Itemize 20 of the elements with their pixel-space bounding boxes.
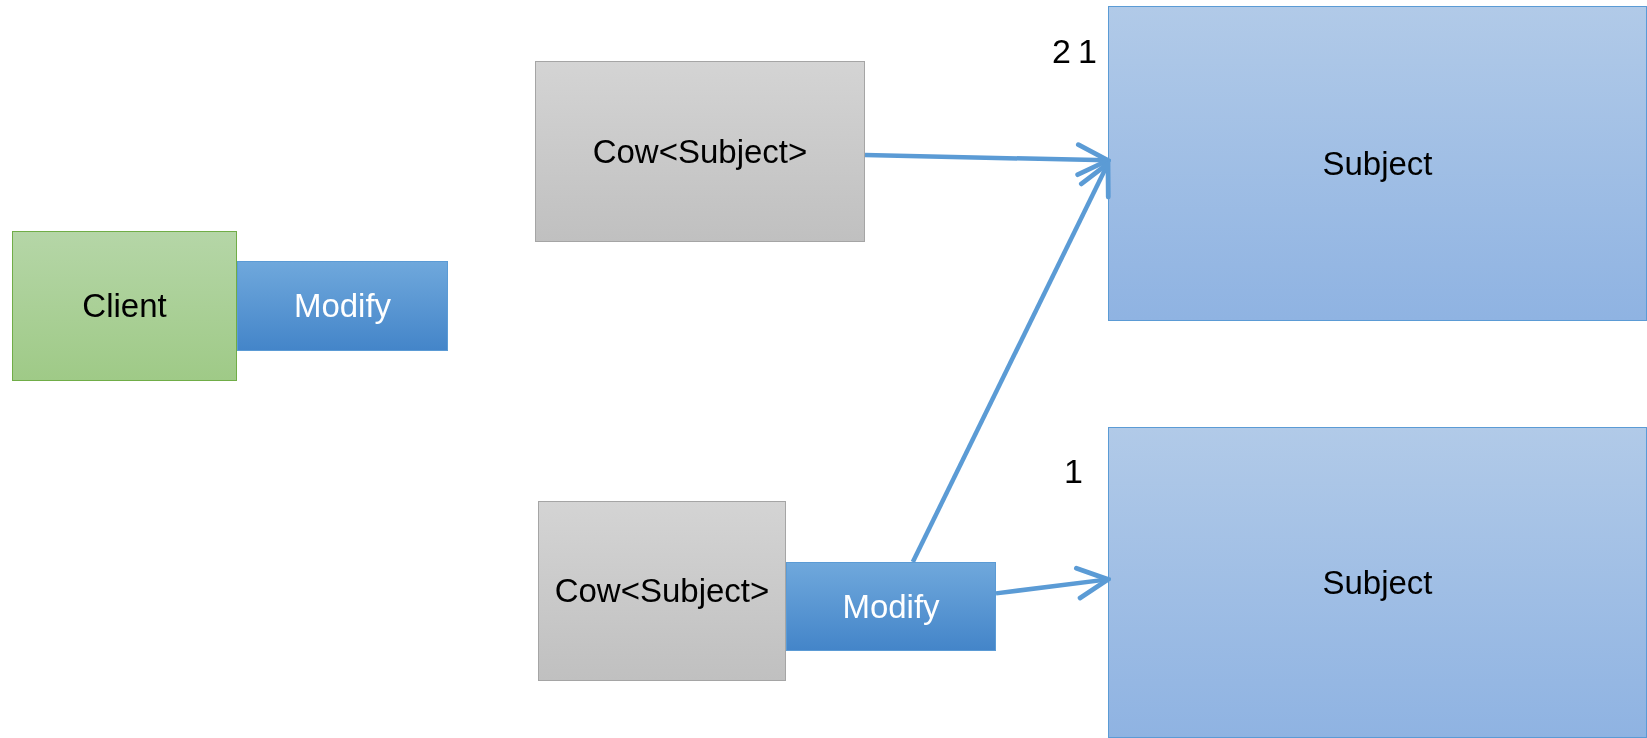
subject-box [1108,6,1647,321]
node-label: Cow<Subject> [592,132,808,171]
client-box [12,231,237,381]
node-label: Subject [1322,144,1433,183]
node-label: Modify [842,587,940,626]
action-box [786,562,996,651]
arrow [995,565,1111,601]
cow-box [535,61,865,242]
node-label: Modify [293,287,392,325]
callout-number: 2 [1052,34,1071,68]
arrow [864,142,1111,178]
action-box [237,261,448,351]
node-label: Client [82,287,167,325]
node-label: Cow<Subject> [554,572,770,610]
callout-number: 1 [1064,454,1083,488]
callout-number: 1 [1078,34,1097,68]
arrow [910,161,1111,563]
node-label: Subject [1322,563,1433,602]
cow-box [538,501,786,681]
subject-box [1108,427,1647,738]
